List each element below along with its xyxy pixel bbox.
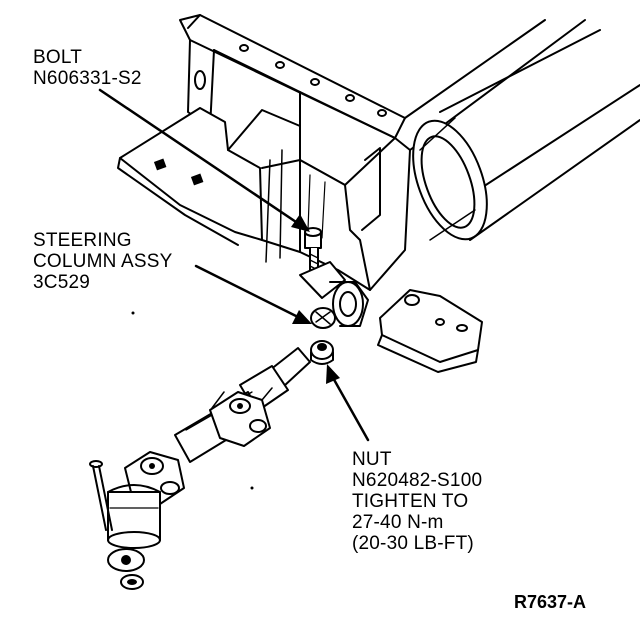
- nut-label: NUT N620482-S100 TIGHTEN TO 27-40 N-m (2…: [352, 449, 482, 554]
- column-coupling: [299, 261, 369, 329]
- nut-torque-line1: TIGHTEN TO: [352, 491, 469, 512]
- nut-torque-line2: 27-40 N-m: [352, 512, 444, 533]
- bolt-part-number: N606331-S2: [33, 68, 142, 89]
- upper-bracket: [179, 14, 406, 161]
- nut-part: [310, 340, 334, 365]
- figure-id: R7637-A: [514, 592, 587, 612]
- column-housing: [265, 137, 411, 291]
- nut-leader: [326, 364, 370, 442]
- nut-name: NUT: [352, 449, 392, 470]
- column-leader: [194, 264, 312, 324]
- column-label-line1: STEERING: [33, 230, 132, 251]
- lower-yoke: [107, 484, 161, 590]
- nut-part-number: N620482-S100: [352, 470, 483, 491]
- steering-column-label: STEERING COLUMN ASSY 3C529: [33, 230, 172, 293]
- bolt-label: BOLT N606331-S2: [33, 47, 142, 89]
- column-part-number: 3C529: [33, 272, 90, 293]
- nut-torque-line3: (20-30 LB-FT): [352, 533, 474, 554]
- lower-pinch-bolt: [89, 460, 113, 531]
- bolt-leader: [98, 88, 310, 232]
- upper-u-joint: [209, 387, 273, 447]
- bolt-name: BOLT: [33, 47, 83, 68]
- column-tube: [404, 19, 640, 241]
- lower-right-bracket: [377, 289, 483, 373]
- column-label-line2: COLUMN ASSY: [33, 251, 173, 272]
